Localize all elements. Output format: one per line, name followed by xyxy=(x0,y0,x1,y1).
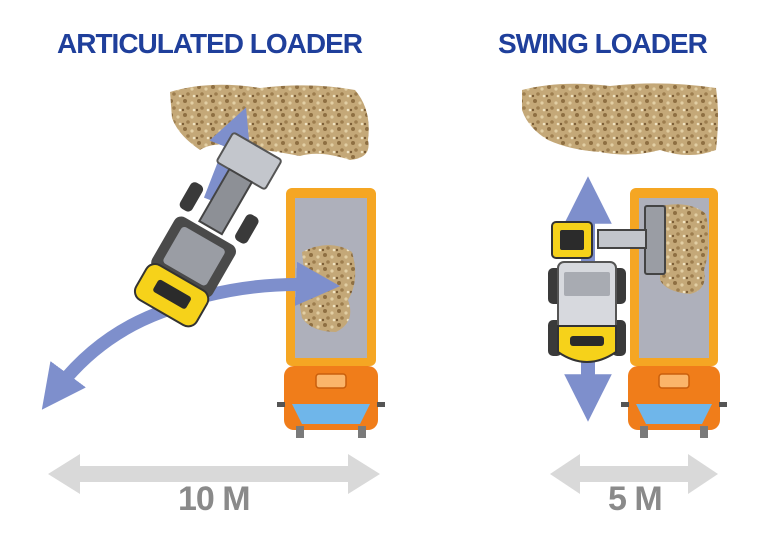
truck-right xyxy=(621,188,727,438)
articulated-loader-title: ARTICULATED LOADER xyxy=(57,28,363,59)
swing-loader-vehicle xyxy=(548,205,666,363)
swing-loader-title: SWING LOADER xyxy=(498,28,708,59)
articulated-loader-panel xyxy=(41,84,385,494)
dimension-arrow-right xyxy=(550,454,718,494)
distance-label-articulated: 10 M xyxy=(178,480,251,518)
swing-loader-panel xyxy=(522,83,727,494)
dimension-arrow-left xyxy=(48,454,380,494)
swing-arrow-to-truck xyxy=(203,261,341,306)
truck-left xyxy=(277,188,385,438)
articulated-loader-vehicle xyxy=(133,132,282,328)
material-pile-right xyxy=(522,83,718,155)
distance-label-swing: 5 M xyxy=(608,480,663,518)
material-pile-left xyxy=(170,84,369,160)
